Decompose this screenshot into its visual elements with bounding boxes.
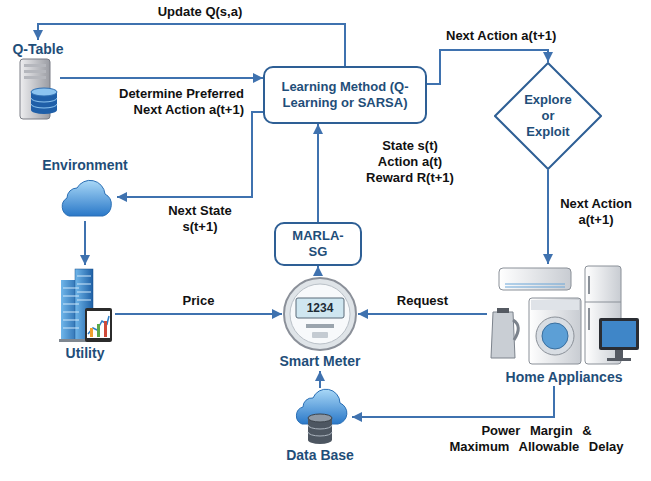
server-icon: [18, 58, 58, 120]
icon-part: [296, 298, 344, 318]
utility-node: Utility: [50, 266, 120, 362]
icon-part: [599, 318, 639, 350]
edge-label: Next State s(t+1): [160, 203, 240, 235]
node-label: Explore or Exploit: [520, 92, 576, 140]
edge-label: Request: [383, 293, 463, 309]
flow-arrow: [319, 371, 321, 388]
icon-part: [529, 298, 581, 364]
icon-part: [308, 414, 332, 422]
icon-part: [542, 323, 568, 349]
appliances-icon: [489, 264, 639, 368]
icon-part: [499, 268, 571, 290]
decision-diamond: Explore or Exploit: [494, 62, 602, 170]
edge-label: Power Margin & Maximum Allowable Delay: [448, 423, 625, 455]
icon-part: [296, 389, 346, 424]
node-label: Environment: [42, 156, 128, 174]
flow-arrow: [427, 50, 548, 84]
icon-part: [24, 76, 46, 79]
icon-part: [90, 328, 93, 337]
edge-label: Price: [164, 293, 234, 309]
icon-part: [312, 332, 328, 338]
icon-part: [284, 278, 356, 350]
smart-meter: Smart Meter: [270, 276, 370, 370]
appliances-node: Home Appliances: [484, 264, 644, 386]
edge-label: Next Action a(t+1): [446, 28, 576, 44]
flow-arrow: [352, 386, 554, 417]
icon-part: [104, 321, 107, 337]
icon-part: [97, 324, 100, 337]
icon-part: [87, 311, 110, 338]
flow-arrow: [84, 221, 86, 265]
flow-arrow: [358, 313, 487, 315]
icon-part: [306, 324, 334, 328]
icon-part: [602, 321, 636, 347]
node-label: Utility: [66, 344, 105, 362]
icon-part: [31, 88, 57, 96]
icon-part: [308, 436, 332, 444]
cloud-icon: [55, 174, 115, 220]
edge-label: Next Action a(t+1): [556, 196, 636, 228]
icon-part: [588, 276, 590, 294]
storage-icon: Q-Table: [8, 40, 68, 120]
node-label: MARLA-SG: [284, 228, 352, 260]
flow-arrow: [317, 266, 319, 276]
icon-part: [290, 284, 350, 344]
flow-arrow: [117, 112, 263, 197]
edge-label: Update Q(s,a): [145, 4, 255, 20]
icon-part: [62, 180, 111, 216]
icon-part: [491, 312, 515, 358]
building-icon: [57, 266, 113, 344]
icon-part: [536, 317, 574, 355]
cloud-node: Environment: [37, 156, 133, 220]
icon-part: [588, 308, 590, 330]
database-icon: [290, 388, 350, 446]
icon-part: [497, 308, 509, 313]
flow-arrow: [317, 124, 319, 222]
flow-arrow: [38, 24, 345, 66]
icon-part: [513, 320, 518, 340]
node-label: Data Base: [286, 446, 354, 464]
node-label: Home Appliances: [506, 368, 623, 386]
icon-part: [615, 350, 623, 358]
flow-arrow: [547, 170, 549, 264]
icon-part: [585, 302, 621, 303]
icon-part: [495, 63, 601, 169]
process-box: MARLA-SG: [274, 222, 362, 266]
icon-part: [531, 300, 579, 310]
icon-part: [308, 425, 332, 436]
icon-part: [24, 70, 46, 73]
node-label: Learning Method (Q-Learning or SARSA): [273, 79, 417, 111]
flow-arrow: [60, 77, 263, 79]
icon-part: [24, 64, 46, 67]
edge-label: Determine Preferred Next Action a(t+1): [109, 86, 244, 118]
process-box: Learning Method (Q-Learning or SARSA): [263, 66, 427, 124]
database-node: Data Base: [280, 388, 360, 464]
icon-part: [31, 98, 57, 108]
icon-part: [505, 284, 565, 287]
icon-part: [607, 358, 631, 361]
icon-part: [85, 308, 112, 342]
node-label: Smart Meter: [280, 352, 361, 370]
flow-arrow: [115, 313, 282, 315]
edge-label: State s(t) Action a(t) Reward R(t+1): [362, 138, 458, 186]
node-label: Q-Table: [12, 40, 63, 58]
meter-reading: 1234: [296, 298, 344, 318]
